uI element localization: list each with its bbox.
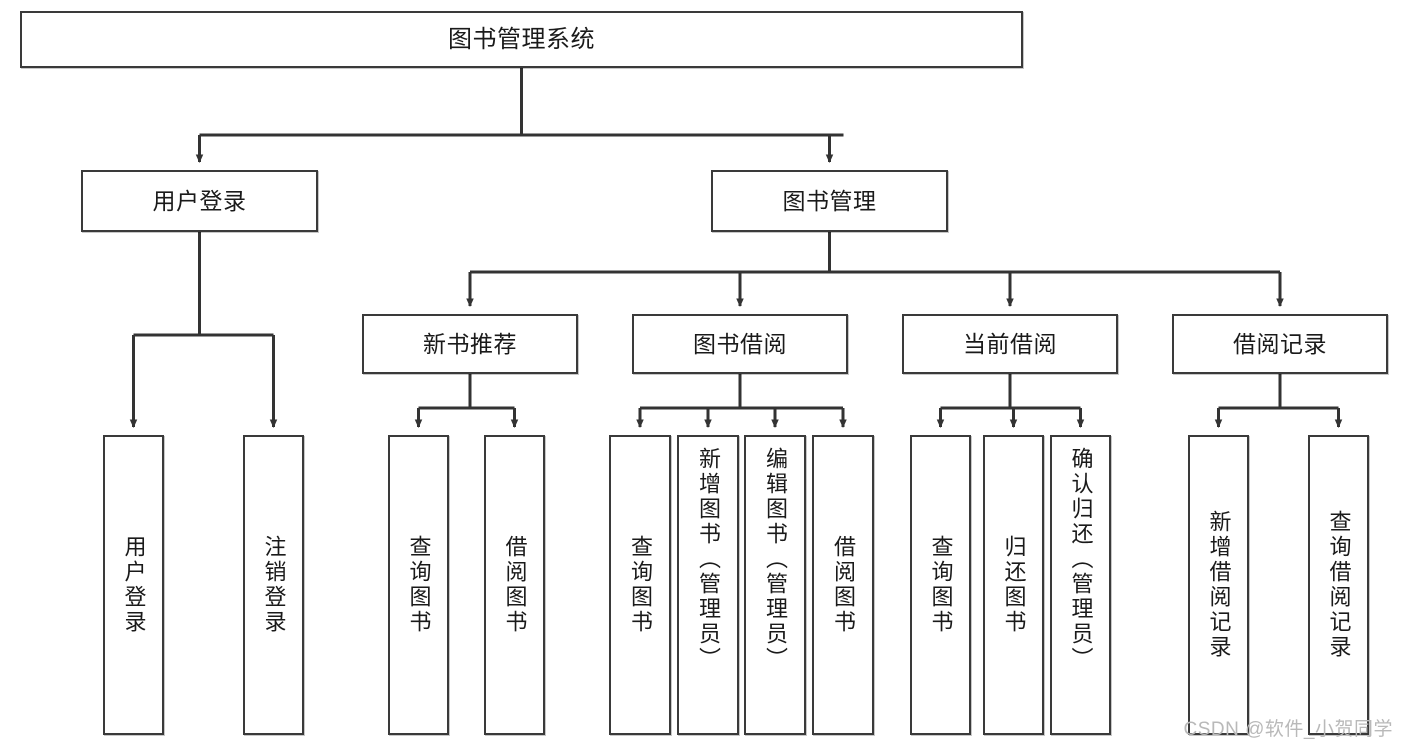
node-label: 新书推荐	[423, 330, 517, 357]
node-leaf-add-book-admin[interactable]: 新增图书（管理员）	[677, 435, 739, 735]
node-label: 图书管理系统	[448, 25, 595, 53]
node-leaf-query-books-borrow[interactable]: 查询图书	[609, 435, 671, 735]
node-label: 注销登录	[261, 535, 287, 635]
node-label: 用户登录	[121, 535, 147, 635]
node-book-borrowing[interactable]: 图书借阅	[632, 314, 848, 374]
node-label: 编辑图书（管理员）	[762, 447, 788, 672]
watermark-text: CSDN @软件_小贺同学	[1183, 719, 1393, 740]
node-book-management[interactable]: 图书管理	[711, 170, 948, 232]
node-user-login[interactable]: 用户登录	[81, 170, 318, 232]
node-leaf-add-borrow-record[interactable]: 新增借阅记录	[1188, 435, 1249, 735]
node-borrowing-records[interactable]: 借阅记录	[1172, 314, 1388, 374]
node-current-borrowing[interactable]: 当前借阅	[902, 314, 1118, 374]
node-label: 借阅图书	[830, 535, 856, 635]
node-leaf-edit-book-admin[interactable]: 编辑图书（管理员）	[744, 435, 806, 735]
node-new-book-recommendation[interactable]: 新书推荐	[362, 314, 578, 374]
node-label: 用户登录	[152, 187, 247, 214]
node-label: 新增借阅记录	[1206, 510, 1232, 660]
node-label: 图书管理	[782, 187, 877, 214]
node-leaf-borrow-books-recommend[interactable]: 借阅图书	[484, 435, 545, 735]
node-label: 查询借阅记录	[1326, 510, 1352, 660]
node-root-system[interactable]: 图书管理系统	[20, 11, 1023, 68]
node-label: 查询图书	[928, 535, 954, 635]
node-label: 借阅记录	[1233, 330, 1327, 357]
node-label: 借阅图书	[502, 535, 528, 635]
node-label: 查询图书	[627, 535, 653, 635]
node-leaf-query-borrow-record[interactable]: 查询借阅记录	[1308, 435, 1369, 735]
node-label: 图书借阅	[693, 330, 787, 357]
node-label: 归还图书	[1001, 535, 1027, 635]
node-label: 查询图书	[406, 535, 432, 635]
node-leaf-confirm-return-admin[interactable]: 确认归还（管理员）	[1050, 435, 1111, 735]
node-leaf-borrow-books[interactable]: 借阅图书	[812, 435, 874, 735]
node-leaf-query-books-recommend[interactable]: 查询图书	[388, 435, 449, 735]
node-label: 确认归还（管理员）	[1068, 447, 1094, 672]
node-leaf-user-login[interactable]: 用户登录	[103, 435, 164, 735]
node-leaf-return-books[interactable]: 归还图书	[983, 435, 1044, 735]
node-label: 当前借阅	[963, 330, 1057, 357]
node-label: 新增图书（管理员）	[695, 447, 721, 672]
node-leaf-query-books-current[interactable]: 查询图书	[910, 435, 971, 735]
node-leaf-logout[interactable]: 注销登录	[243, 435, 304, 735]
